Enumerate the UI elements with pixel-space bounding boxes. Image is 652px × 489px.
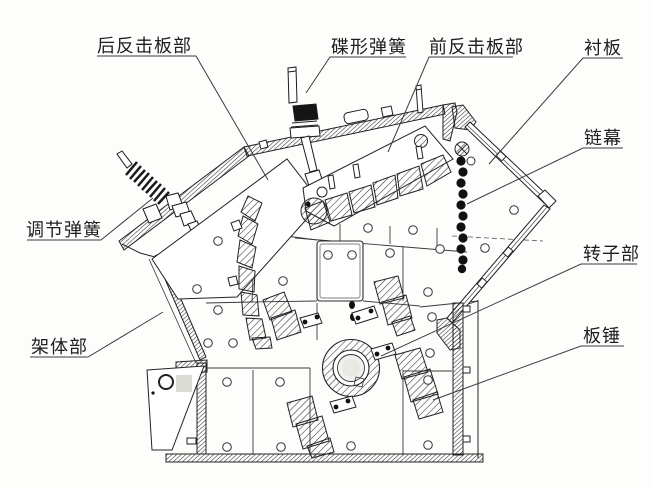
rear-liner-pads	[236, 195, 273, 350]
chain-curtain	[454, 141, 476, 274]
disc-spring-assembly	[287, 66, 324, 187]
label-disc-spring: 碟形弹簧	[331, 37, 407, 57]
rear-impact-plate	[151, 158, 322, 350]
front-impact-plate	[300, 125, 454, 231]
label-front-impact-plate: 前反击板部	[429, 37, 524, 57]
leader-lines	[27, 55, 637, 401]
leader-adjusting-spring	[27, 197, 154, 241]
leader-chain-curtain	[466, 147, 623, 205]
pivot-disc	[300, 197, 328, 225]
disc-spring-nut	[292, 103, 319, 122]
spring-coil	[125, 161, 170, 205]
leader-rear-impact-plate	[97, 55, 269, 181]
label-rear-impact-plate: 后反击板部	[97, 36, 192, 56]
liner-bolts	[476, 150, 514, 289]
label-chain-curtain: 链幕	[584, 128, 622, 148]
leader-rotor	[380, 263, 637, 357]
blow-bars	[262, 275, 444, 459]
label-frame: 架体部	[31, 337, 88, 357]
leader-disc-spring	[305, 56, 406, 94]
label-liner-plate: 衬板	[584, 38, 622, 58]
leader-blow-bar	[432, 345, 624, 401]
chain-links	[456, 156, 468, 274]
callout-labels: 后反击板部 碟形弹簧 前反击板部 衬板 链幕 调节弹簧 转子部 板锤 架体部	[26, 36, 640, 357]
leader-front-impact-plate	[387, 56, 513, 153]
label-adjusting-spring: 调节弹簧	[26, 220, 102, 240]
label-rotor: 转子部	[583, 244, 640, 264]
leader-liner-plate	[488, 57, 623, 165]
leader-frame	[30, 311, 164, 358]
label-blow-bar: 板锤	[583, 326, 621, 346]
lid-handle	[343, 108, 369, 125]
bolt-holes	[192, 205, 519, 452]
top-fittings	[258, 84, 424, 150]
housing-outline	[118, 102, 557, 463]
